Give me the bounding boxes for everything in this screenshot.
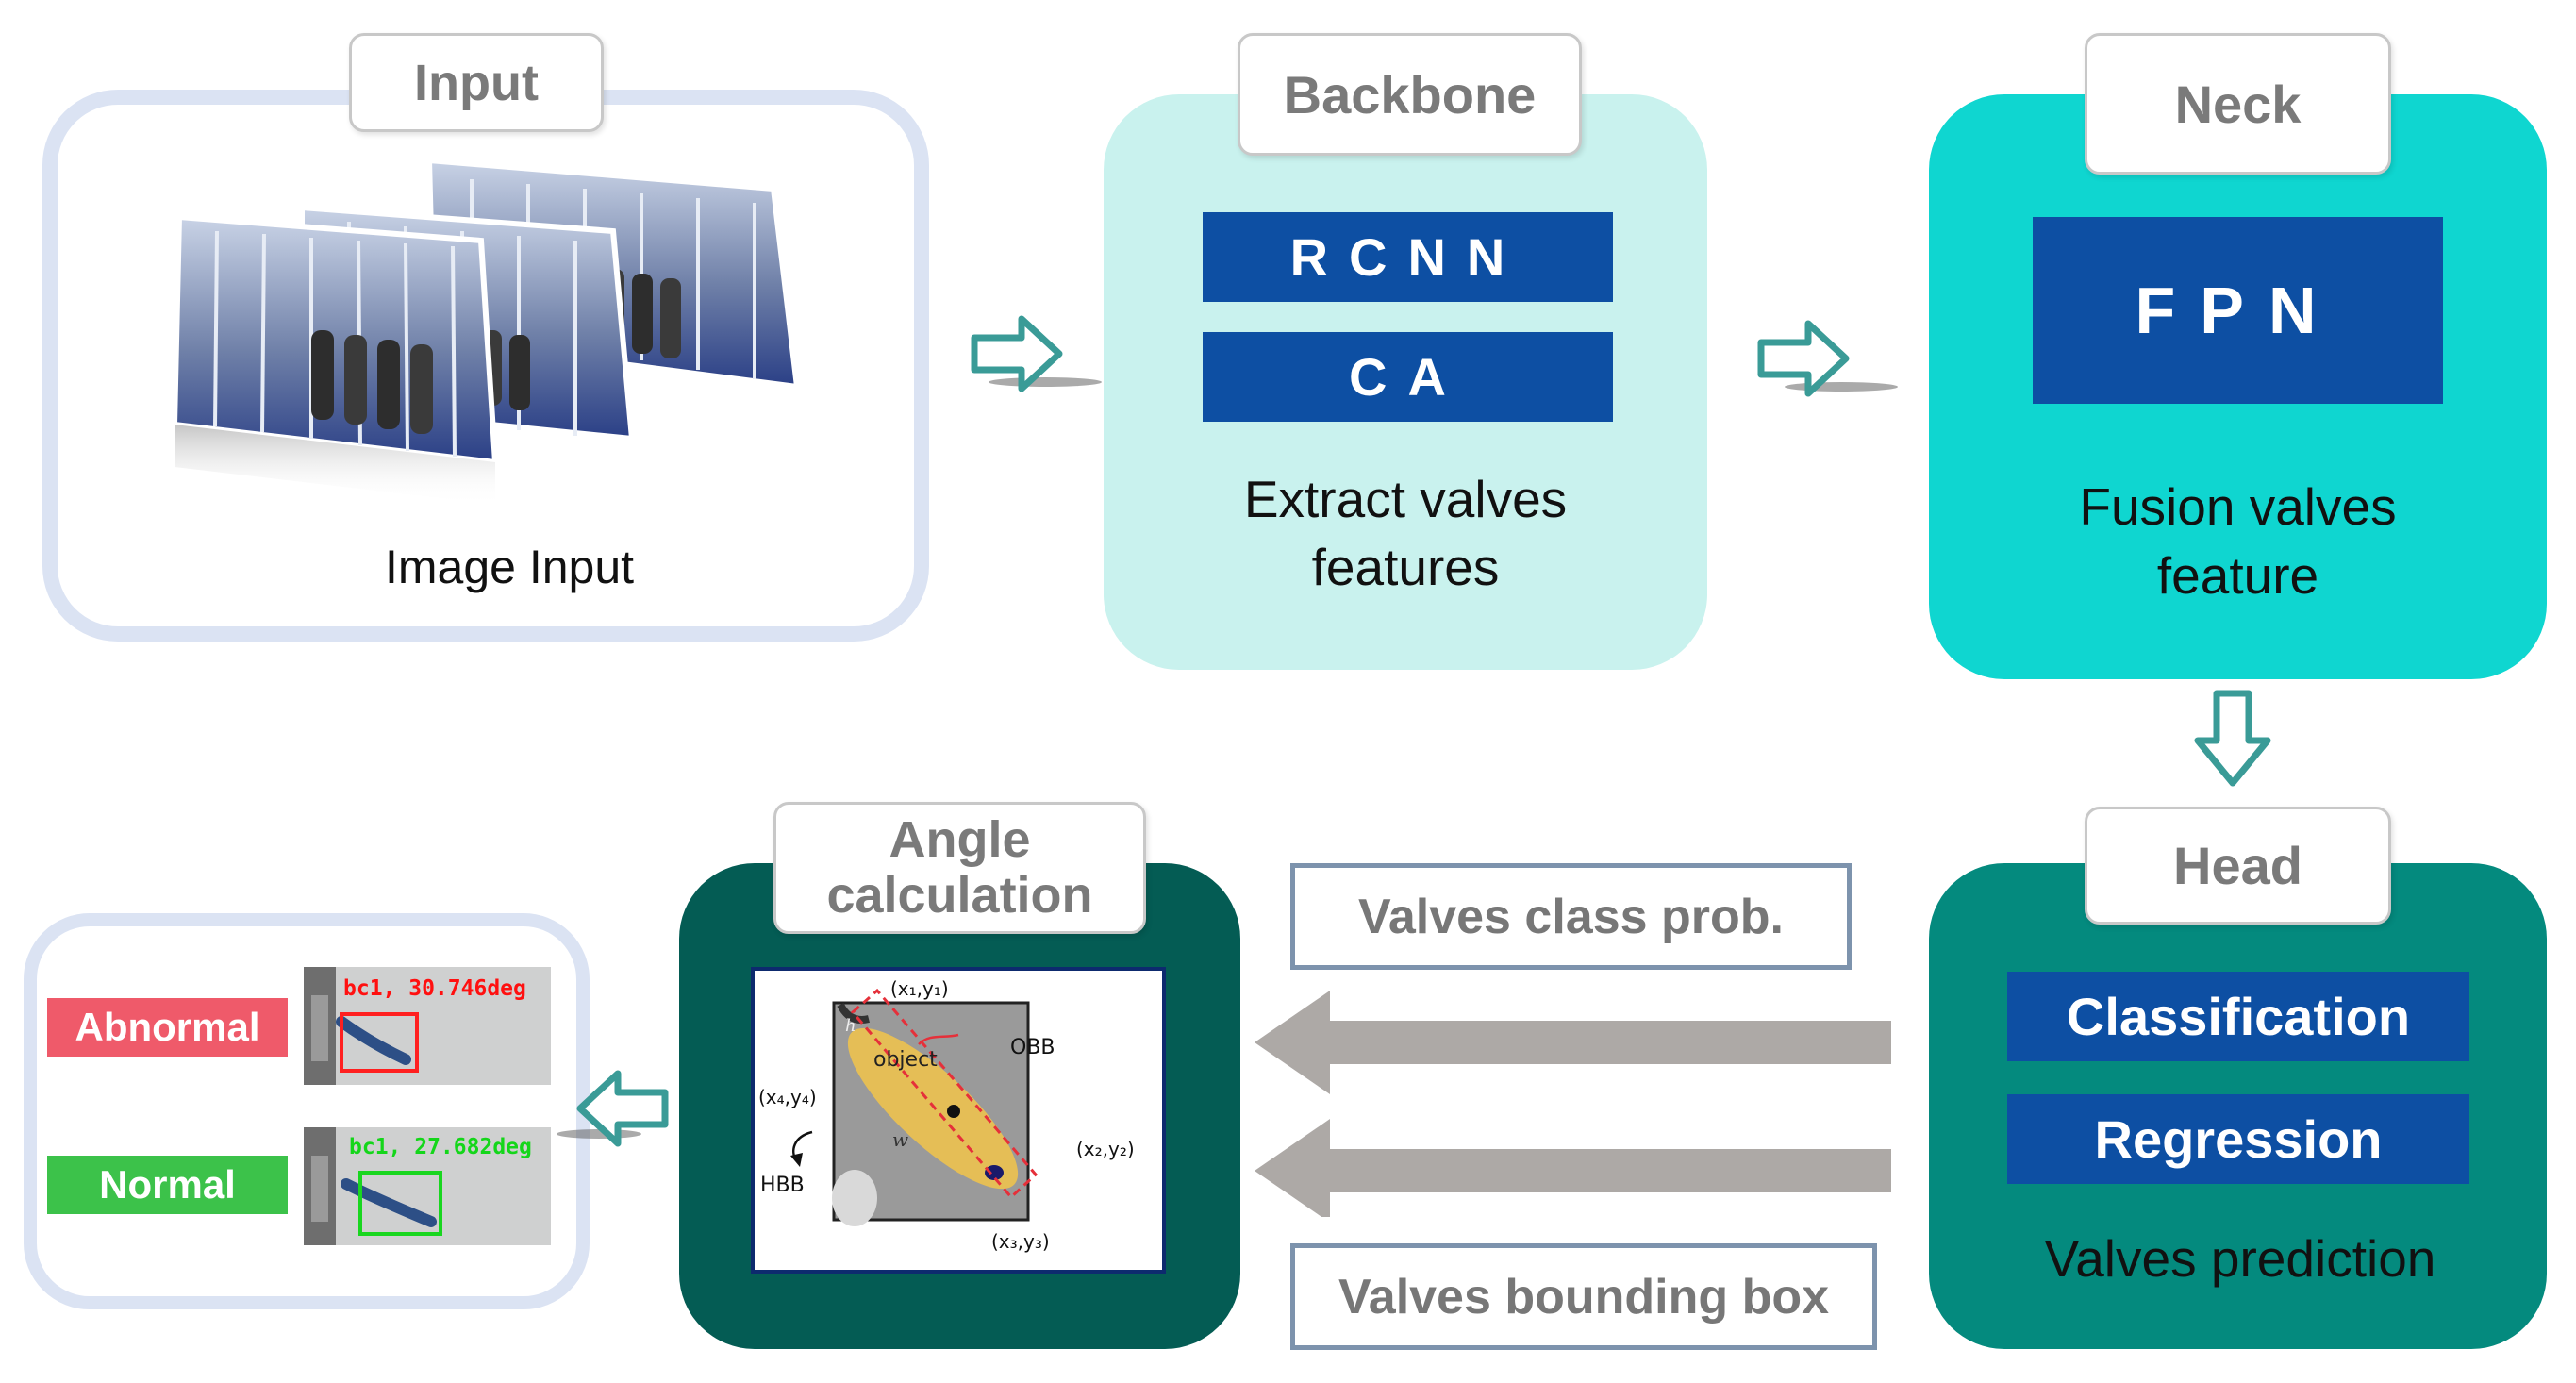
label-w: w bbox=[892, 1128, 908, 1151]
head-to-angle-arrows bbox=[1255, 991, 1891, 1217]
normal-crop: bc1, 27.682deg bbox=[304, 1127, 551, 1245]
backbone-module-ca: CA bbox=[1203, 332, 1613, 422]
neck-module-fpn: FPN bbox=[2033, 217, 2443, 404]
label-object: object bbox=[873, 1048, 938, 1072]
neck-caption-line1: Fusion valves bbox=[2079, 477, 2397, 536]
angle-obb-diagram: (x₁,y₁) (x₂,y₂) (x₃,y₃) (x₄,y₄) object O… bbox=[751, 967, 1166, 1274]
input-image-stack bbox=[171, 157, 801, 505]
arrow-angle-to-results bbox=[557, 1070, 669, 1147]
backbone-title-tab: Backbone bbox=[1238, 33, 1582, 156]
neck-title-tab: Neck bbox=[2085, 33, 2391, 175]
label-hbb: HBB bbox=[760, 1174, 805, 1197]
input-image-caption: Image Input bbox=[384, 541, 635, 593]
backbone-caption-line1: Extract valves bbox=[1243, 470, 1568, 528]
bounding-box-arrow bbox=[1255, 1119, 1891, 1217]
abnormal-crop-image: bc1, 30.746deg bbox=[304, 967, 526, 1085]
arrow-backbone-to-neck bbox=[1757, 320, 1898, 397]
class-prob-label: Valves class prob. bbox=[1290, 863, 1852, 970]
abnormal-reading: bc1, 30.746deg bbox=[343, 976, 526, 1001]
normal-tag: Normal bbox=[47, 1156, 288, 1214]
normal-crop-image: bc1, 27.682deg bbox=[304, 1127, 532, 1245]
input-title-tab: Input bbox=[349, 33, 604, 132]
angle-title-line2: calculation bbox=[826, 867, 1093, 924]
arrow-input-to-backbone bbox=[971, 315, 1102, 392]
class-prob-arrow bbox=[1255, 991, 1891, 1094]
angle-title-tab: Angle calculation bbox=[773, 802, 1146, 934]
label-p4: (x₄,y₄) bbox=[758, 1086, 817, 1108]
neck-caption-line2: feature bbox=[2156, 546, 2319, 605]
valve-object bbox=[847, 1027, 1019, 1190]
label-p3: (x₃,y₃) bbox=[991, 1230, 1050, 1253]
obb-box bbox=[850, 988, 1039, 1200]
abnormal-tag: Abnormal bbox=[47, 998, 288, 1057]
head-caption: Valves prediction bbox=[2044, 1229, 2436, 1288]
label-h: h bbox=[845, 1016, 856, 1036]
backbone-module-rcnn: RCNN bbox=[1203, 212, 1613, 302]
label-p2: (x₂,y₂) bbox=[1076, 1138, 1135, 1160]
head-module-classification: Classification bbox=[2007, 972, 2469, 1061]
arrow-neck-to-head bbox=[2194, 690, 2271, 787]
bounding-box-label: Valves bounding box bbox=[1290, 1243, 1877, 1350]
image-frame-front bbox=[171, 213, 499, 505]
normal-reading: bc1, 27.682deg bbox=[349, 1135, 532, 1159]
backbone-caption-line2: features bbox=[1311, 538, 1500, 596]
label-p1: (x₁,y₁) bbox=[890, 977, 949, 1000]
abnormal-crop: bc1, 30.746deg bbox=[304, 967, 551, 1085]
label-obb: OBB bbox=[1010, 1036, 1055, 1059]
head-module-regression: Regression bbox=[2007, 1094, 2469, 1184]
head-title-tab: Head bbox=[2085, 807, 2391, 925]
angle-title-line1: Angle bbox=[889, 810, 1031, 868]
